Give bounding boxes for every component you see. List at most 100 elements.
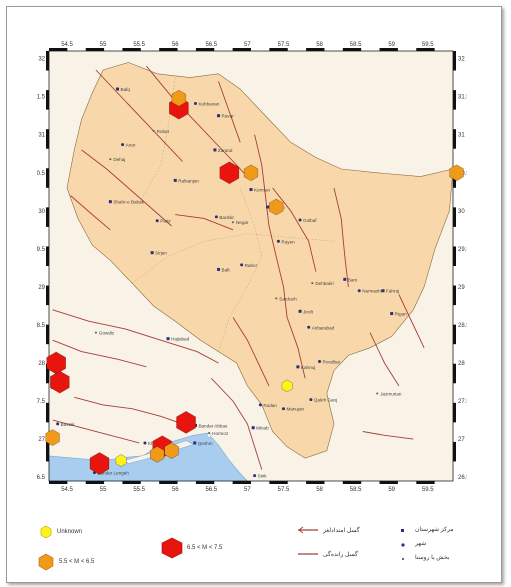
lon-tick-label-top: 57 <box>244 42 251 48</box>
frame-tick-top <box>49 48 68 51</box>
legend-thrust-fault-icon <box>298 553 318 555</box>
city-label: Rayen <box>281 239 295 244</box>
lat-tick-label-right: 27.5 <box>458 399 467 405</box>
lat-tick-label-right: 28.5 <box>458 323 467 329</box>
frame-tick-left <box>46 51 49 71</box>
city-marker <box>276 239 280 243</box>
lat-tick-label-right: 27 <box>458 437 465 443</box>
city-label: Minab <box>256 426 269 431</box>
county-center-marker <box>108 200 112 204</box>
village-marker <box>311 282 314 285</box>
city-label: Bastak <box>61 422 76 427</box>
lon-tick-label-bottom: 59 <box>388 487 395 491</box>
legend-village-icon <box>401 557 405 561</box>
city-label: Kerman <box>254 188 271 193</box>
city-label: Rabor <box>245 263 258 268</box>
village-marker <box>208 432 211 435</box>
frame-tick-right <box>453 207 456 227</box>
lon-tick-label-bottom: 55 <box>100 487 107 491</box>
lon-tick-label-top: 59.5 <box>422 42 434 48</box>
frame-tick-right <box>453 51 456 71</box>
frame-tick-left <box>46 441 49 462</box>
lon-tick-label-bottom: 59.5 <box>422 487 434 491</box>
lat-tick-label-left: 28.5 <box>37 323 46 329</box>
legend-major-eq-label: 6.5 < M < 7.5 <box>187 545 223 551</box>
earthquake-moderate-marker <box>150 446 165 463</box>
city-marker <box>214 215 218 219</box>
earthquake-small-marker <box>115 454 127 467</box>
lon-tick-label-bottom: 57.5 <box>278 487 290 491</box>
county-center-marker <box>343 277 347 281</box>
map-canvas: 54.554.5555555.555.5565656.556.5575757.5… <box>37 42 467 491</box>
map-content: 54.554.5555555.555.5565656.556.5575757.5… <box>37 42 467 491</box>
fault-line <box>146 65 248 177</box>
lat-tick-label-right: 31 <box>458 133 465 139</box>
earthquake-moderate-marker <box>164 442 179 459</box>
city-label: Roodbar <box>323 360 341 365</box>
city-label: Golbaf <box>303 218 317 223</box>
city-marker <box>253 474 257 478</box>
county-center-marker <box>249 188 253 192</box>
legend-thrust-fault-label: گسل رانده‌گی <box>323 552 358 558</box>
lon-tick-label-top: 58 <box>316 42 323 48</box>
city-label: Anbarabad <box>312 325 335 330</box>
city-label: Anar <box>126 143 136 148</box>
lon-tick-label-bottom: 58.5 <box>350 487 362 491</box>
city-label: Rafsanjan <box>178 178 199 183</box>
lon-tick-label-top: 57.5 <box>278 42 290 48</box>
frame-tick-left <box>46 207 49 227</box>
city-label: Narmashir <box>362 289 384 294</box>
frame-tick-left <box>46 246 49 266</box>
frame-tick-bottom <box>416 481 435 484</box>
frame-tick-right <box>453 129 456 149</box>
lat-tick-label-right: 31.5 <box>458 95 467 101</box>
village-marker <box>231 221 234 224</box>
county-center-marker <box>217 267 221 271</box>
city-label: Jiroft <box>303 309 314 314</box>
lon-tick-label-bottom: 58 <box>316 487 323 491</box>
lat-tick-label-left: 29 <box>38 285 45 291</box>
city-marker <box>281 407 285 411</box>
county-center-marker <box>213 148 217 152</box>
frame-tick-bottom <box>122 481 141 484</box>
frame-tick-right <box>453 246 456 266</box>
lon-tick-label-top: 55 <box>100 42 107 48</box>
lon-tick-label-bottom: 55.5 <box>133 487 145 491</box>
frame-tick-right <box>453 324 456 345</box>
county-center-marker <box>298 309 302 313</box>
legend-small-eq-label: Unknown <box>57 529 83 535</box>
fault-line <box>52 419 140 444</box>
fault-line <box>333 187 349 287</box>
frame-tick-right <box>453 90 456 110</box>
frame-tick-right <box>453 363 456 384</box>
earthquake-moderate-marker <box>171 89 187 107</box>
city-marker <box>307 325 311 329</box>
city-label: Ravar <box>222 114 235 119</box>
lon-tick-label-top: 54.5 <box>61 42 73 48</box>
fault-line <box>81 149 172 227</box>
city-label: Sirik <box>258 474 268 479</box>
county-center-marker <box>381 289 385 293</box>
lat-tick-label-right: 32 <box>458 57 465 63</box>
fault-line <box>369 332 400 387</box>
village-marker <box>152 129 155 132</box>
fault-line <box>254 134 306 379</box>
lat-tick-label-left: 31 <box>38 133 45 139</box>
earthquake-moderate-marker <box>449 164 464 182</box>
fault-line <box>95 69 183 162</box>
legend-city-label: شهر <box>415 541 427 547</box>
frame-tick-bottom <box>85 481 105 484</box>
city-label: Hormoz <box>212 431 229 436</box>
frame-tick-top <box>122 48 141 51</box>
fault-line <box>362 431 414 440</box>
lat-tick-label-right: 28 <box>458 361 465 367</box>
district-boundary <box>218 187 263 352</box>
city-marker <box>193 102 197 106</box>
county-center-marker <box>217 114 221 118</box>
city-marker <box>258 403 262 407</box>
county-center-marker <box>390 312 394 316</box>
city-label: Bam <box>348 277 358 282</box>
study-area-region <box>66 62 454 459</box>
earthquake-moderate-marker <box>45 429 60 446</box>
city-label: Kahnuj <box>301 365 315 370</box>
